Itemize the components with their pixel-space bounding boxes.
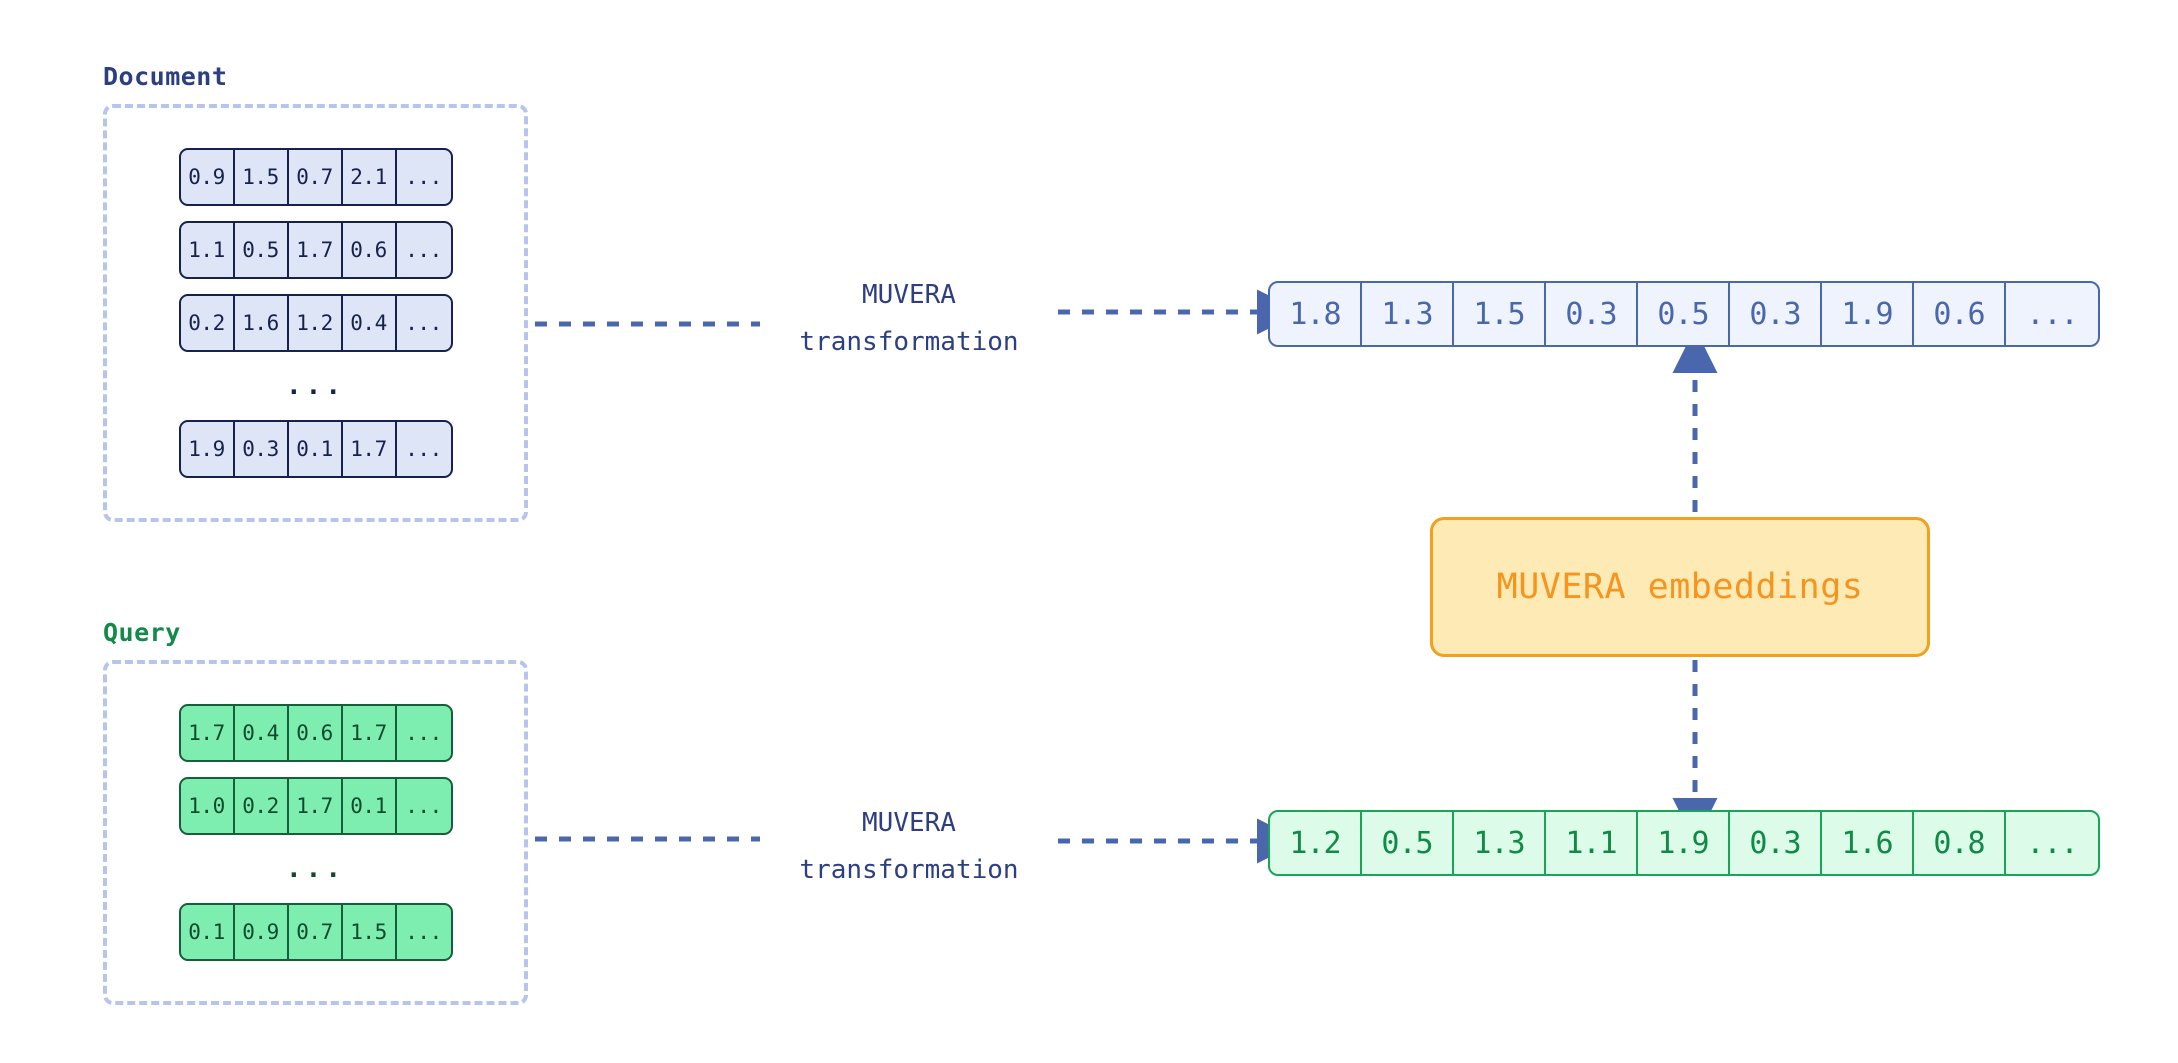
matrix-cell: 0.6 <box>289 706 343 760</box>
matrix-cell-ellipsis: ... <box>405 437 442 461</box>
query-vertical-ellipsis: ... <box>286 854 345 884</box>
document-row-last: 1.9 0.3 0.1 1.7 ... <box>178 420 453 478</box>
document-row: 0.2 1.6 1.2 0.4 ... <box>178 294 453 352</box>
document-container: 0.9 1.5 0.7 2.1 ... 1.1 0.5 1.7 0.6 ... … <box>103 104 528 522</box>
query-row-last: 0.1 0.9 0.7 1.5 ... <box>178 903 453 961</box>
document-row: 1.1 0.5 1.7 0.6 ... <box>178 221 453 279</box>
muvera-embeddings-label: MUVERA embeddings <box>1496 567 1864 607</box>
document-row: 0.9 1.5 0.7 2.1 ... <box>178 148 453 206</box>
matrix-cell: 0.4 <box>343 296 397 350</box>
matrix-cell: 0.3 <box>235 422 289 476</box>
matrix-cell: 1.6 <box>235 296 289 350</box>
matrix-cell-ellipsis: ... <box>405 794 442 818</box>
matrix-cell: 0.9 <box>235 905 289 959</box>
matrix-cell: 1.7 <box>343 706 397 760</box>
output-vector-query: 1.2 0.5 1.3 1.1 1.9 0.3 1.6 0.8 ... <box>1268 810 2100 876</box>
output-cell-ellipsis: ... <box>2026 296 2078 332</box>
query-container: 1.7 0.4 0.6 1.7 ... 1.0 0.2 1.7 0.1 ... … <box>103 660 528 1005</box>
matrix-cell: 1.1 <box>181 223 235 277</box>
output-cell: 0.3 <box>1730 812 1822 874</box>
matrix-cell-ellipsis: ... <box>405 920 442 944</box>
matrix-cell: 2.1 <box>343 150 397 204</box>
matrix-cell: 0.7 <box>289 905 343 959</box>
matrix-cell-ellipsis: ... <box>405 311 442 335</box>
matrix-cell: 0.7 <box>289 150 343 204</box>
matrix-cell: 0.5 <box>235 223 289 277</box>
output-cell: 1.8 <box>1270 283 1362 345</box>
transform-label-line2: transformation <box>799 327 1019 357</box>
matrix-cell: 0.6 <box>343 223 397 277</box>
output-cell: 1.9 <box>1638 812 1730 874</box>
matrix-cell: 1.7 <box>343 422 397 476</box>
matrix-cell: 0.9 <box>181 150 235 204</box>
output-cell-ellipsis: ... <box>2026 825 2078 861</box>
matrix-cell: 1.5 <box>235 150 289 204</box>
matrix-cell: 1.0 <box>181 779 235 833</box>
query-row: 1.7 0.4 0.6 1.7 ... <box>178 704 453 762</box>
matrix-cell-ellipsis: ... <box>405 721 442 745</box>
matrix-cell: 1.7 <box>289 223 343 277</box>
output-cell: 1.1 <box>1546 812 1638 874</box>
output-cell: 0.5 <box>1638 283 1730 345</box>
matrix-cell-ellipsis: ... <box>405 165 442 189</box>
transform-label-document: MUVERA transformation <box>760 272 1058 366</box>
output-cell: 0.3 <box>1546 283 1638 345</box>
output-vector-document: 1.8 1.3 1.5 0.3 0.5 0.3 1.9 0.6 ... <box>1268 281 2100 347</box>
query-group: Query 1.7 0.4 0.6 1.7 ... 1.0 0.2 1.7 0.… <box>103 618 528 1005</box>
matrix-cell: 1.2 <box>289 296 343 350</box>
matrix-cell: 1.9 <box>181 422 235 476</box>
matrix-cell: 0.2 <box>235 779 289 833</box>
matrix-cell: 1.7 <box>289 779 343 833</box>
output-cell: 0.3 <box>1730 283 1822 345</box>
output-cell: 1.9 <box>1822 283 1914 345</box>
matrix-cell-ellipsis: ... <box>405 238 442 262</box>
matrix-cell: 0.1 <box>289 422 343 476</box>
transform-label-query: MUVERA transformation <box>760 800 1058 894</box>
document-vertical-ellipsis: ... <box>286 371 345 401</box>
document-label: Document <box>103 62 228 91</box>
matrix-cell: 1.7 <box>181 706 235 760</box>
transform-label-line1: MUVERA <box>862 808 956 838</box>
matrix-cell: 0.1 <box>343 779 397 833</box>
matrix-cell: 0.2 <box>181 296 235 350</box>
output-cell: 0.8 <box>1914 812 2006 874</box>
output-cell: 1.3 <box>1454 812 1546 874</box>
output-cell: 0.6 <box>1914 283 2006 345</box>
transform-label-line1: MUVERA <box>862 280 956 310</box>
output-cell: 0.5 <box>1362 812 1454 874</box>
matrix-cell: 0.4 <box>235 706 289 760</box>
matrix-cell: 0.1 <box>181 905 235 959</box>
query-label: Query <box>103 618 181 647</box>
query-row: 1.0 0.2 1.7 0.1 ... <box>178 777 453 835</box>
output-cell: 1.3 <box>1362 283 1454 345</box>
output-cell: 1.5 <box>1454 283 1546 345</box>
transform-label-line2: transformation <box>799 855 1019 885</box>
muvera-embeddings-box: MUVERA embeddings <box>1430 517 1930 657</box>
output-cell: 1.2 <box>1270 812 1362 874</box>
output-cell: 1.6 <box>1822 812 1914 874</box>
document-group: Document 0.9 1.5 0.7 2.1 ... 1.1 0.5 1.7… <box>103 62 528 522</box>
matrix-cell: 1.5 <box>343 905 397 959</box>
